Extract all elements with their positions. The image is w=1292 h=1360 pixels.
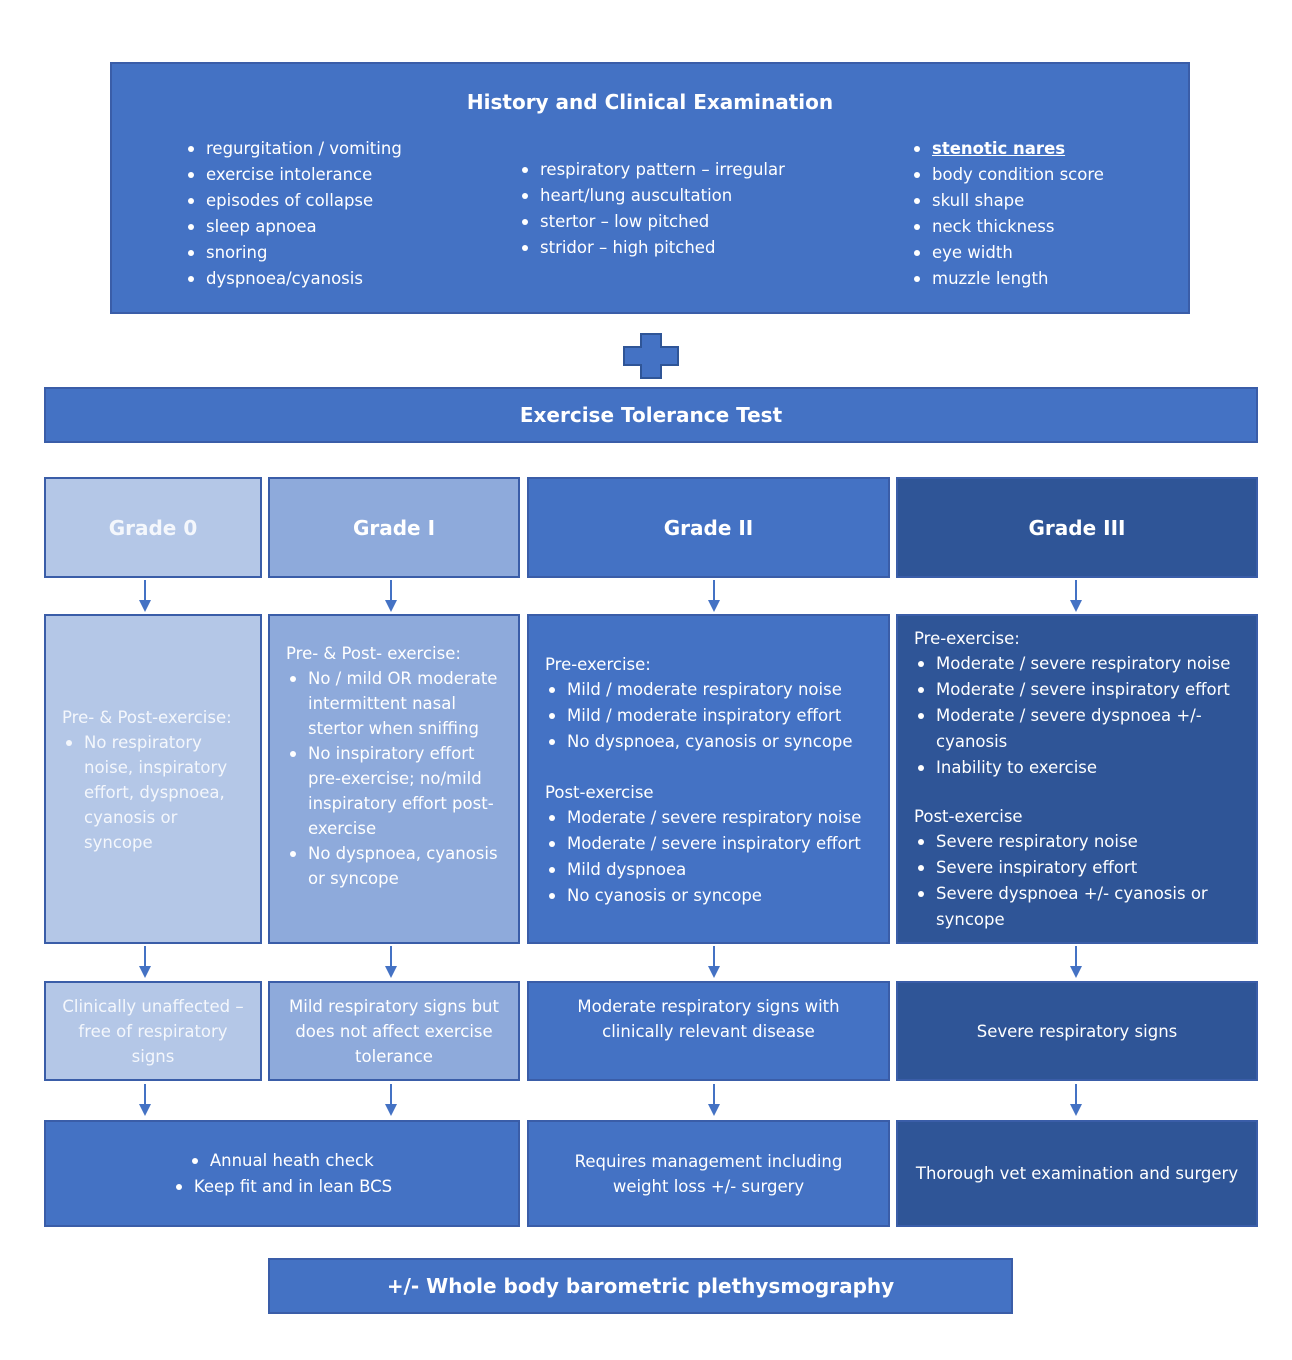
grade-3-title: Grade III bbox=[1028, 515, 1126, 540]
grade-2-title: Grade II bbox=[663, 515, 754, 540]
arrow-down-icon bbox=[708, 946, 720, 978]
grade-0-details: Pre- & Post-exercise: No respiratory noi… bbox=[44, 614, 262, 944]
grade-3-management: Thorough vet examination and surgery bbox=[896, 1120, 1258, 1227]
list-item: body condition score bbox=[910, 162, 1104, 188]
grade-0-heading: Pre- & Post-exercise: bbox=[62, 708, 232, 727]
arrow-down-icon bbox=[139, 1084, 151, 1116]
grade-3-pre-heading: Pre-exercise: bbox=[914, 629, 1020, 648]
plus-icon bbox=[623, 333, 679, 379]
grade-3-post-list: Severe respiratory noise Severe inspirat… bbox=[914, 829, 1244, 933]
arrow-down-icon bbox=[708, 1084, 720, 1116]
list-item: Severe dyspnoea +/- cyanosis or syncope bbox=[914, 881, 1244, 933]
list-item: stridor – high pitched bbox=[518, 235, 785, 261]
history-exam-box: History and Clinical Examination regurgi… bbox=[110, 62, 1190, 314]
grade-2-pre-heading: Pre-exercise: bbox=[545, 655, 651, 674]
grade-2-management: Requires management including weight los… bbox=[527, 1120, 890, 1227]
grade-1-summary-text: Mild respiratory signs but does not affe… bbox=[289, 997, 499, 1066]
grade-3-summary-text: Severe respiratory signs bbox=[976, 1021, 1178, 1041]
grade-2-header: Grade II bbox=[527, 477, 890, 578]
list-item: Inability to exercise bbox=[914, 755, 1244, 781]
list-item: Severe respiratory noise bbox=[914, 829, 1244, 855]
list-item: Moderate / severe respiratory noise bbox=[914, 651, 1244, 677]
grade-1-title: Grade I bbox=[352, 515, 436, 540]
grade-2-summary: Moderate respiratory signs with clinical… bbox=[527, 981, 890, 1081]
grade-3-pre-list: Moderate / severe respiratory noise Mode… bbox=[914, 651, 1244, 781]
grade-0-header: Grade 0 bbox=[44, 477, 262, 578]
grade-1-list: No / mild OR moderate intermittent nasal… bbox=[286, 666, 506, 891]
exercise-test-box: Exercise Tolerance Test bbox=[44, 387, 1258, 443]
history-exam-title: History and Clinical Examination bbox=[466, 90, 834, 114]
list-item: muzzle length bbox=[910, 266, 1104, 292]
grade-3-summary: Severe respiratory signs bbox=[896, 981, 1258, 1081]
arrow-down-icon bbox=[139, 580, 151, 612]
list-item: Annual heath check bbox=[188, 1148, 392, 1174]
exercise-test-title: Exercise Tolerance Test bbox=[519, 403, 783, 427]
arrow-down-icon bbox=[385, 580, 397, 612]
list-item: Moderate / severe inspiratory effort bbox=[545, 831, 885, 857]
list-item: No dyspnoea, cyanosis or syncope bbox=[286, 841, 506, 891]
list-item: sleep apnoea bbox=[184, 214, 402, 240]
history-list-2: respiratory pattern – irregular heart/lu… bbox=[518, 157, 785, 261]
list-item: dyspnoea/cyanosis bbox=[184, 266, 402, 292]
list-item: respiratory pattern – irregular bbox=[518, 157, 785, 183]
grade-3-details: Pre-exercise: Moderate / severe respirat… bbox=[896, 614, 1258, 944]
arrow-down-icon bbox=[1070, 946, 1082, 978]
list-item: No inspiratory effort pre-exercise; no/m… bbox=[286, 741, 506, 841]
list-item: regurgitation / vomiting bbox=[184, 136, 402, 162]
list-item: heart/lung auscultation bbox=[518, 183, 785, 209]
grade-0-1-management-list: Annual heath check Keep fit and in lean … bbox=[172, 1148, 392, 1200]
arrow-down-icon bbox=[385, 946, 397, 978]
plethysmography-title: +/- Whole body barometric plethysmograph… bbox=[386, 1274, 895, 1298]
list-item: Keep fit and in lean BCS bbox=[172, 1174, 392, 1200]
list-item: stenotic nares bbox=[910, 136, 1104, 162]
list-item: Moderate / severe dyspnoea +/- cyanosis bbox=[914, 703, 1244, 755]
grade-0-summary: Clinically unaffected – free of respirat… bbox=[44, 981, 262, 1081]
grade-2-summary-text: Moderate respiratory signs with clinical… bbox=[577, 997, 840, 1041]
list-item: snoring bbox=[184, 240, 402, 266]
arrow-down-icon bbox=[139, 946, 151, 978]
grade-2-management-text: Requires management including weight los… bbox=[574, 1151, 843, 1196]
grade-1-summary: Mild respiratory signs but does not affe… bbox=[268, 981, 520, 1081]
arrow-down-icon bbox=[708, 580, 720, 612]
grade-0-title: Grade 0 bbox=[108, 515, 198, 540]
list-item: episodes of collapse bbox=[184, 188, 402, 214]
arrow-down-icon bbox=[1070, 1084, 1082, 1116]
list-item: eye width bbox=[910, 240, 1104, 266]
arrow-down-icon bbox=[385, 1084, 397, 1116]
stenotic-nares-label: stenotic nares bbox=[932, 139, 1066, 158]
grade-0-list: No respiratory noise, inspiratory effort… bbox=[62, 730, 242, 855]
grade-1-header: Grade I bbox=[268, 477, 520, 578]
history-list-3: stenotic nares body condition score skul… bbox=[910, 136, 1104, 292]
list-item: Moderate / severe inspiratory effort bbox=[914, 677, 1244, 703]
list-item: No / mild OR moderate intermittent nasal… bbox=[286, 666, 506, 741]
grade-3-management-text: Thorough vet examination and surgery bbox=[915, 1164, 1239, 1183]
history-list-1: regurgitation / vomiting exercise intole… bbox=[184, 136, 402, 292]
list-item: Mild / moderate inspiratory effort bbox=[545, 703, 885, 729]
list-item: skull shape bbox=[910, 188, 1104, 214]
grade-2-post-heading: Post-exercise bbox=[545, 783, 654, 802]
grade-3-post-heading: Post-exercise bbox=[914, 807, 1023, 826]
list-item: Mild dyspnoea bbox=[545, 857, 885, 883]
list-item: stertor – low pitched bbox=[518, 209, 785, 235]
list-item: No dyspnoea, cyanosis or syncope bbox=[545, 729, 885, 755]
list-item: exercise intolerance bbox=[184, 162, 402, 188]
grade-2-details: Pre-exercise: Mild / moderate respirator… bbox=[527, 614, 890, 944]
grade-0-1-management: Annual heath check Keep fit and in lean … bbox=[44, 1120, 520, 1227]
list-item: neck thickness bbox=[910, 214, 1104, 240]
plethysmography-box: +/- Whole body barometric plethysmograph… bbox=[268, 1258, 1013, 1314]
grade-3-header: Grade III bbox=[896, 477, 1258, 578]
arrow-down-icon bbox=[1070, 580, 1082, 612]
grade-1-heading: Pre- & Post- exercise: bbox=[286, 644, 461, 663]
list-item: Moderate / severe respiratory noise bbox=[545, 805, 885, 831]
list-item: Mild / moderate respiratory noise bbox=[545, 677, 885, 703]
grade-0-summary-text: Clinically unaffected – free of respirat… bbox=[62, 997, 244, 1066]
list-item: No cyanosis or syncope bbox=[545, 883, 885, 909]
list-item: No respiratory noise, inspiratory effort… bbox=[62, 730, 242, 855]
list-item: Severe inspiratory effort bbox=[914, 855, 1244, 881]
grade-1-details: Pre- & Post- exercise: No / mild OR mode… bbox=[268, 614, 520, 944]
grade-2-post-list: Moderate / severe respiratory noise Mode… bbox=[545, 805, 885, 909]
grade-2-pre-list: Mild / moderate respiratory noise Mild /… bbox=[545, 677, 885, 755]
